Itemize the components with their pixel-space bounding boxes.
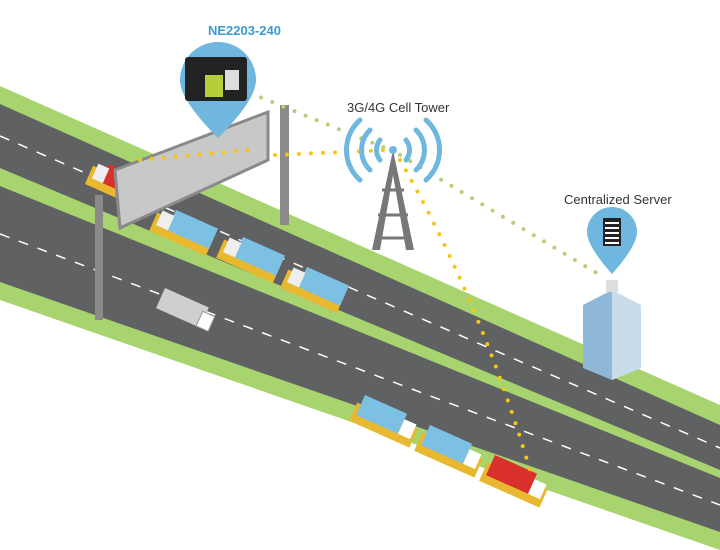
device-model-label: NE2203-240 bbox=[208, 23, 281, 38]
cell-tower-label: 3G/4G Cell Tower bbox=[347, 100, 450, 115]
truck-blue bbox=[280, 266, 349, 313]
truck-blue bbox=[414, 425, 483, 478]
lane-marking bbox=[0, 233, 720, 506]
device-pin bbox=[180, 42, 256, 138]
server-pin bbox=[587, 207, 637, 274]
truck-gray bbox=[156, 288, 216, 332]
truck-red bbox=[479, 455, 548, 508]
cell-tower-icon bbox=[344, 117, 442, 250]
truck-blue bbox=[149, 209, 218, 256]
centralized-server-label: Centralized Server bbox=[564, 192, 672, 207]
truck-blue bbox=[349, 395, 418, 448]
signal-links bbox=[138, 91, 602, 472]
lower-road bbox=[0, 186, 720, 532]
truck-blue bbox=[216, 236, 285, 283]
office-building-icon bbox=[583, 280, 641, 380]
